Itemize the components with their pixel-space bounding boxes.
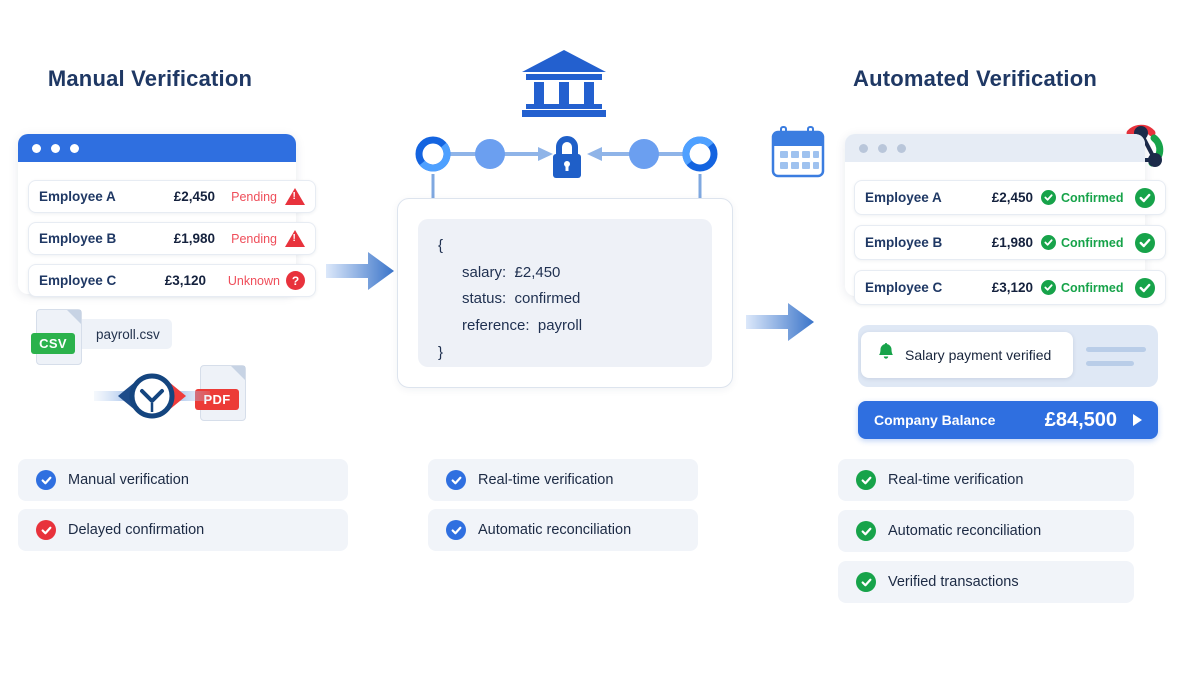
automated-feature-list: Real-time verification Automatic reconci…: [838, 459, 1134, 611]
verified-check-icon: [1135, 277, 1155, 298]
code-open-brace: {: [438, 237, 444, 254]
question-mark-icon: ?: [286, 271, 305, 290]
window-dot-minimize-icon[interactable]: [51, 143, 60, 153]
manual-feature-list: Manual verification Delayed confirmation: [18, 459, 348, 559]
employee-name: Employee B: [39, 231, 117, 246]
company-balance-bar[interactable]: Company Balance £84,500: [858, 401, 1158, 439]
window-dot-minimize-icon[interactable]: [878, 143, 887, 153]
employee-name: Employee A: [39, 189, 116, 204]
check-circle-icon: [36, 520, 56, 540]
employee-name: Employee B: [865, 235, 943, 250]
employee-amount: £1,980: [173, 231, 215, 246]
employee-name: Employee C: [865, 280, 943, 295]
list-item[interactable]: Real-time verification: [428, 459, 698, 501]
manual-column-title: Manual Verification: [47, 66, 253, 91]
feature-label: Automatic reconciliation: [888, 523, 1042, 539]
list-item[interactable]: Manual verification: [18, 459, 348, 501]
table-row[interactable]: Employee A £2,450 Confirmed: [854, 180, 1166, 215]
balance-value: £84,500: [1044, 408, 1117, 431]
csv-file-tag: CSV: [31, 333, 75, 354]
calendar-icon: [770, 126, 826, 178]
json-code-block: { salary: £2,450 status: confirmed refer…: [418, 219, 712, 367]
feature-label: Manual verification: [68, 472, 189, 488]
check-circle-icon: [36, 470, 56, 490]
manual-employee-list: Employee A £2,450 Pending Employee B £1,…: [28, 180, 316, 306]
code-line-reference: reference: payroll: [462, 317, 583, 335]
placeholder-line: [1086, 347, 1146, 352]
warning-triangle-icon: [285, 188, 305, 205]
employee-name: Employee A: [865, 190, 942, 205]
window-dot-close-icon[interactable]: [32, 143, 41, 153]
employee-amount: £3,120: [164, 273, 206, 288]
table-row[interactable]: Employee A £2,450 Pending: [28, 180, 316, 213]
processing-feature-list: Real-time verification Automatic reconci…: [428, 459, 698, 559]
automated-employee-list: Employee A £2,450 Confirmed Employee B £…: [854, 180, 1166, 315]
bell-icon: [877, 343, 895, 367]
notification-card[interactable]: Salary payment verified: [861, 332, 1073, 378]
bank-icon: [520, 48, 608, 118]
check-circle-icon: [446, 470, 466, 490]
check-circle-icon: [856, 572, 876, 592]
chevron-right-icon[interactable]: [1133, 414, 1142, 426]
status-badge: Pending: [231, 189, 277, 204]
clock-with-arrows-icon: [92, 372, 212, 420]
feature-label: Real-time verification: [888, 472, 1024, 488]
arrow-middle-to-right-icon: [746, 299, 1200, 350]
feature-label: Real-time verification: [478, 472, 614, 488]
feature-label: Verified transactions: [888, 574, 1019, 590]
status-badge: Confirmed: [1061, 190, 1124, 205]
manual-window-titlebar: [18, 134, 296, 162]
feature-label: Delayed confirmation: [68, 522, 205, 538]
check-circle-icon: [856, 521, 876, 541]
status-badge: Pending: [231, 231, 277, 246]
list-item[interactable]: Verified transactions: [838, 561, 1134, 603]
window-dot-close-icon[interactable]: [859, 143, 868, 153]
check-circle-icon: [446, 520, 466, 540]
window-dot-maximize-icon[interactable]: [897, 143, 906, 153]
feature-label: Automatic reconciliation: [478, 522, 632, 538]
processing-card: { salary: £2,450 status: confirmed refer…: [397, 198, 733, 388]
status-badge: Confirmed: [1061, 235, 1124, 250]
check-circle-icon: [1041, 190, 1056, 205]
status-badge: Unknown: [227, 273, 280, 288]
code-line-salary: salary: £2,450: [462, 263, 561, 281]
code-line-status: status: confirmed: [462, 290, 581, 308]
table-row[interactable]: Employee C £3,120 Unknown ?: [28, 264, 316, 297]
automated-window-titlebar: [845, 134, 1145, 162]
table-row[interactable]: Employee B £1,980 Pending: [28, 222, 316, 255]
employee-amount: £2,450: [991, 190, 1033, 205]
automated-column-title: Automated Verification: [853, 66, 1097, 91]
notification-text: Salary payment verified: [905, 347, 1052, 363]
verification-node-flow: [412, 136, 722, 208]
manual-file-group: payroll.csv CSV PDF: [31, 305, 296, 421]
verified-check-icon: [1135, 187, 1155, 208]
balance-label: Company Balance: [874, 412, 996, 428]
employee-name: Employee C: [39, 273, 117, 288]
window-dot-maximize-icon[interactable]: [70, 143, 79, 153]
table-row[interactable]: Employee C £3,120 Confirmed: [854, 270, 1166, 305]
csv-file-icon[interactable]: CSV: [31, 309, 82, 365]
verified-check-icon: [1135, 232, 1155, 253]
automated-browser-window[interactable]: [845, 134, 1145, 296]
employee-amount: £1,980: [991, 235, 1033, 250]
code-close-brace: }: [438, 343, 444, 361]
arrow-left-to-middle-icon: [326, 248, 1200, 299]
check-circle-icon: [1041, 235, 1056, 250]
check-circle-icon: [1041, 280, 1056, 295]
placeholder-line: [1086, 361, 1134, 366]
status-badge: Confirmed: [1061, 280, 1124, 295]
employee-amount: £3,120: [991, 280, 1033, 295]
employee-amount: £2,450: [173, 189, 215, 204]
list-item[interactable]: Automatic reconciliation: [838, 510, 1134, 552]
list-item[interactable]: Automatic reconciliation: [428, 509, 698, 551]
warning-triangle-icon: [285, 230, 305, 247]
list-item[interactable]: Delayed confirmation: [18, 509, 348, 551]
list-item[interactable]: Real-time verification: [838, 459, 1134, 501]
check-circle-icon: [856, 470, 876, 490]
table-row[interactable]: Employee B £1,980 Confirmed: [854, 225, 1166, 260]
